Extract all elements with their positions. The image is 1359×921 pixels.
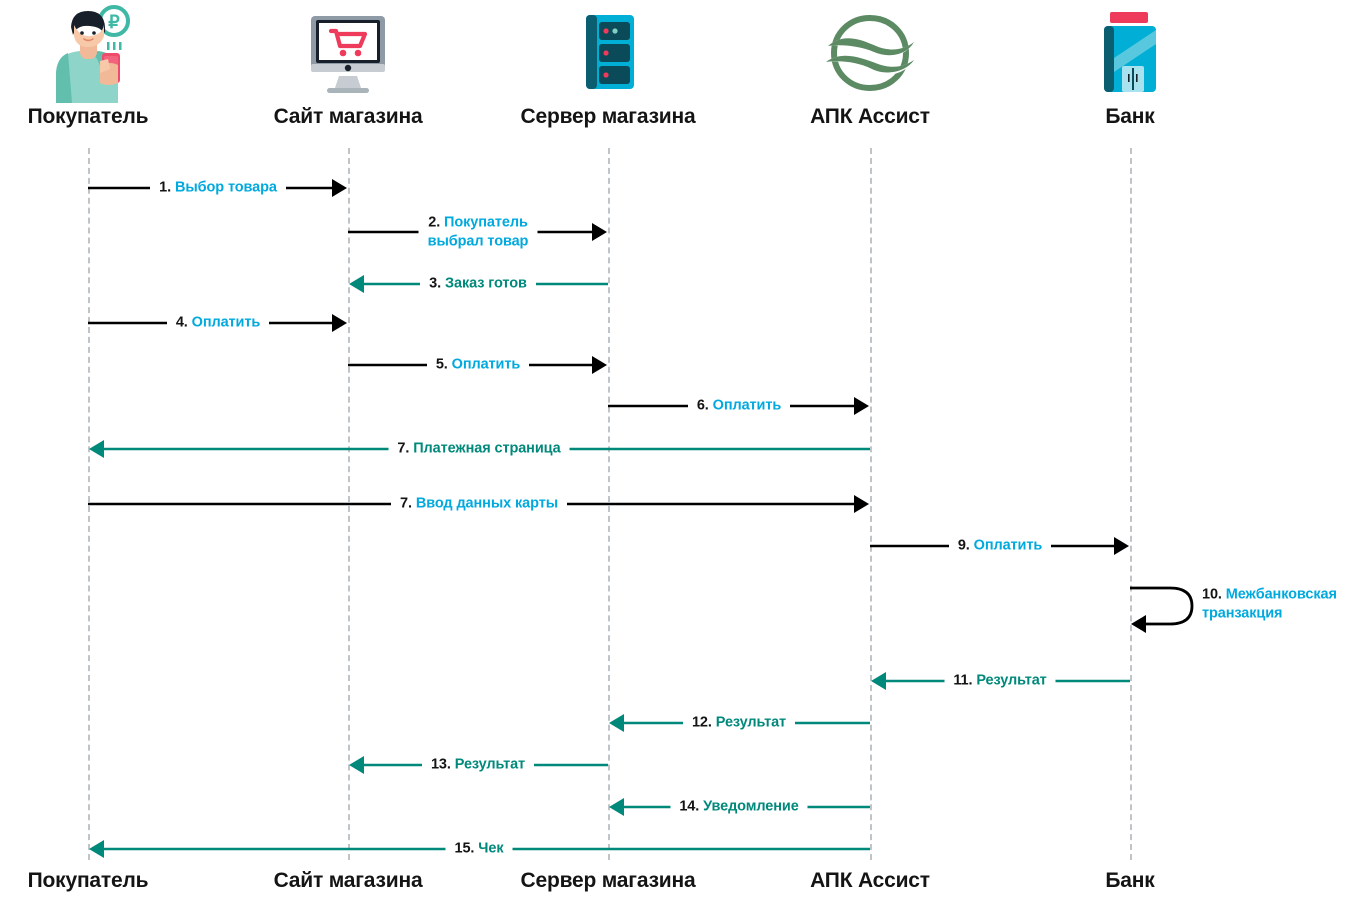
message-number: 7. bbox=[397, 440, 414, 457]
message-number: 1. bbox=[159, 179, 175, 196]
actor-column-apk: АПК Ассист bbox=[750, 0, 990, 150]
message-number: 10. bbox=[1202, 586, 1226, 603]
message-text: Выбор товара bbox=[174, 179, 277, 196]
message-label: 7. Ввод данных карты bbox=[400, 495, 558, 514]
actor-footer-label-apk: АПК Ассист bbox=[810, 869, 930, 892]
message-label: 7. Платежная страница bbox=[397, 440, 560, 459]
message-label: 11. Результат bbox=[953, 672, 1046, 691]
message-number: 7. bbox=[400, 495, 416, 512]
message-label: 13. Результат bbox=[431, 756, 525, 775]
message-label: 2. Покупатель выбрал товар bbox=[428, 213, 529, 250]
message-text: Платежная страница bbox=[413, 440, 561, 457]
lifeline-site bbox=[348, 148, 350, 860]
actor-footer-label-server: Сервер магазина bbox=[520, 869, 696, 892]
message-number: 14. bbox=[679, 798, 704, 815]
actor-label-site: Сайт магазина bbox=[273, 105, 423, 128]
actor-column-site: Сайт магазина bbox=[228, 0, 468, 150]
message-number: 6. bbox=[696, 397, 713, 414]
message-number: 2. bbox=[428, 214, 445, 231]
message-text: Чек bbox=[478, 840, 504, 857]
server-rack-icon bbox=[488, 0, 728, 105]
assist-leaf-logo-icon bbox=[750, 0, 990, 105]
actor-label-apk: АПК Ассист bbox=[810, 105, 930, 128]
bank-card-icon bbox=[1010, 0, 1250, 105]
svg-text:₽: ₽ bbox=[108, 12, 120, 32]
actor-footer-label-bank: Банк bbox=[1105, 869, 1155, 892]
message-label: 4. Оплатить bbox=[176, 314, 260, 333]
actor-column-buyer: ₽ Покупатель bbox=[0, 0, 208, 150]
message-text: Результат bbox=[454, 756, 526, 773]
actor-label-server: Сервер магазина bbox=[520, 105, 696, 128]
lifeline-buyer bbox=[88, 148, 90, 860]
message-label: 15. Чек bbox=[454, 840, 503, 859]
lifeline-bank bbox=[1130, 148, 1132, 860]
message-label: 9. Оплатить bbox=[958, 537, 1042, 556]
message-text: Уведомление bbox=[703, 798, 799, 815]
message-number: 9. bbox=[957, 537, 974, 554]
message-text: Заказ готов bbox=[445, 275, 527, 292]
message-number: 15. bbox=[454, 840, 479, 857]
message-number: 11. bbox=[953, 672, 977, 689]
message-label: 10. Межбанковская транзакция bbox=[1202, 585, 1337, 622]
monitor-cart-icon bbox=[228, 0, 468, 105]
message-label: 12. Результат bbox=[692, 714, 786, 733]
message-text: Ввод данных карты bbox=[415, 495, 558, 512]
actor-label-buyer: Покупатель bbox=[27, 105, 149, 128]
message-label: 6. Оплатить bbox=[697, 397, 781, 416]
actor-footer-label-site: Сайт магазина bbox=[273, 869, 423, 892]
message-text: Результат bbox=[976, 672, 1047, 689]
person-with-phone-icon: ₽ bbox=[0, 0, 208, 105]
lifeline-apk bbox=[870, 148, 872, 860]
message-text: Результат bbox=[715, 714, 787, 731]
message-number: 13. bbox=[430, 756, 455, 773]
message-label: 5. Оплатить bbox=[436, 356, 520, 375]
message-number: 4. bbox=[175, 314, 192, 331]
message-label: 14. Уведомление bbox=[679, 798, 798, 817]
message-text: Оплатить bbox=[191, 314, 261, 331]
message-number: 12. bbox=[691, 714, 716, 731]
actor-column-bank: Банк bbox=[1010, 0, 1250, 150]
message-text: Оплатить bbox=[973, 537, 1043, 554]
actor-footer-label-buyer: Покупатель bbox=[27, 869, 149, 892]
message-text: Межбанковская транзакция bbox=[1202, 586, 1337, 621]
message-text: Оплатить bbox=[451, 356, 521, 373]
actor-column-server: Сервер магазина bbox=[488, 0, 728, 150]
message-label: 3. Заказ готов bbox=[429, 275, 527, 294]
message-number: 5. bbox=[435, 356, 452, 373]
message-arrow bbox=[1130, 586, 1194, 633]
actor-label-bank: Банк bbox=[1105, 105, 1155, 128]
message-text: Покупатель выбрал товар bbox=[427, 214, 529, 249]
message-label: 1. Выбор товара bbox=[159, 179, 277, 198]
lifeline-server bbox=[608, 148, 610, 860]
message-text: Оплатить bbox=[712, 397, 782, 414]
message-number: 3. bbox=[429, 275, 446, 292]
